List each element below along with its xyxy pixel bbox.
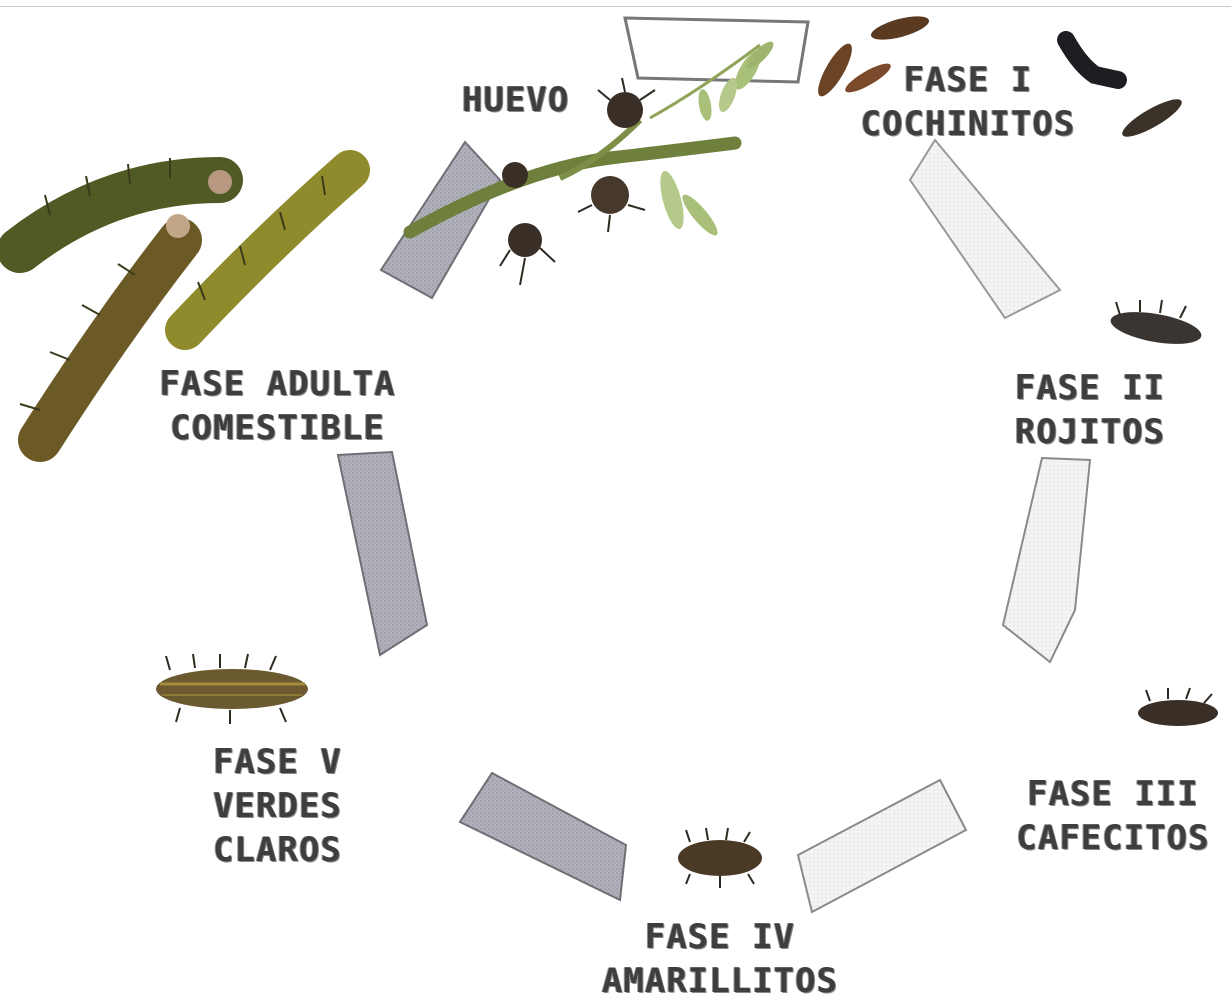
label-phase4-name: AMARILLITOS: [575, 959, 865, 1003]
label-adult-name: COMESTIBLE: [145, 406, 410, 450]
phase4-caterpillar-image: [678, 828, 762, 888]
arrow-segment-right: [1003, 458, 1090, 662]
arrow-segment-lower-left: [460, 773, 626, 900]
label-phase5-name-2: CLAROS: [195, 828, 360, 872]
label-phase5: FASE V VERDES CLAROS: [195, 740, 360, 872]
label-phase3: FASE III CAFECITOS: [1008, 772, 1218, 860]
label-phase1-name: COCHINITOS: [848, 102, 1088, 146]
phase5-caterpillar-image: [156, 654, 308, 724]
label-phase5-title: FASE V: [195, 740, 360, 784]
label-phase5-name-1: VERDES: [195, 784, 360, 828]
label-phase3-name: CAFECITOS: [1008, 816, 1218, 860]
label-adult-title: FASE ADULTA: [145, 362, 410, 406]
phase2-caterpillar-image: [1108, 300, 1203, 350]
arrow-segment-upper-right: [910, 140, 1060, 318]
label-egg-text: HUEVO: [462, 78, 569, 122]
label-adult: FASE ADULTA COMESTIBLE: [145, 362, 410, 450]
label-phase4: FASE IV AMARILLITOS: [575, 915, 865, 1003]
label-phase2: FASE II ROJITOS: [1005, 366, 1175, 454]
label-phase2-title: FASE II: [1005, 366, 1175, 410]
arrow-segment-top: [625, 18, 808, 82]
arrow-segment-left: [338, 452, 427, 655]
label-phase3-title: FASE III: [1008, 772, 1218, 816]
label-phase2-name: ROJITOS: [1005, 410, 1175, 454]
label-phase1-title: FASE I: [848, 58, 1088, 102]
phase3-caterpillar-image: [1138, 688, 1218, 726]
label-phase1: FASE I COCHINITOS: [848, 58, 1088, 146]
arrow-segment-lower-right: [798, 780, 966, 912]
label-egg: HUEVO: [462, 78, 569, 122]
label-phase4-title: FASE IV: [575, 915, 865, 959]
